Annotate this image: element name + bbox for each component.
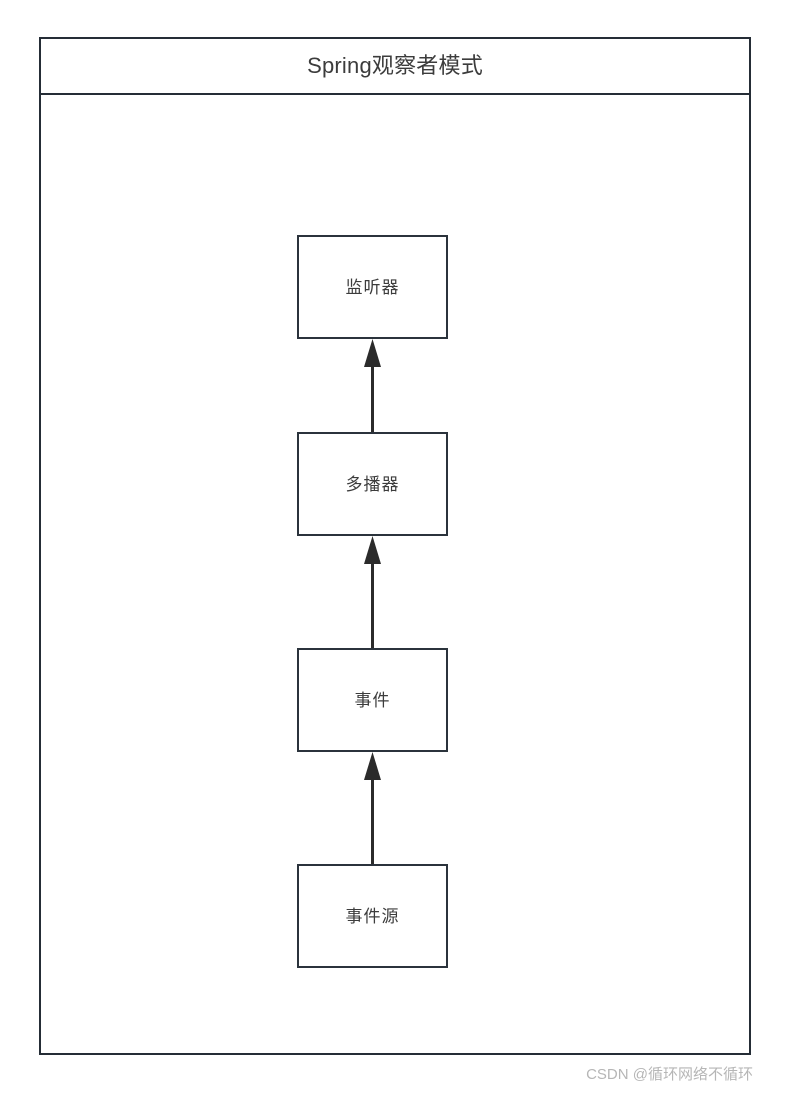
diagram-title: Spring观察者模式	[307, 53, 483, 78]
diagram-canvas: 监听器 多播器 事件 事件源	[41, 95, 749, 1057]
node-multicaster[interactable]: 多播器	[297, 432, 448, 536]
node-listener-label: 监听器	[345, 277, 400, 297]
connector-eventsource-to-event	[364, 752, 381, 864]
arrowhead-filled-triangle-icon	[364, 752, 381, 780]
node-listener[interactable]: 监听器	[297, 235, 448, 339]
arrowhead-filled-triangle-icon	[364, 536, 381, 564]
diagram-frame: Spring观察者模式 监听器 多播器	[39, 37, 751, 1055]
watermark: CSDN @循环网络不循环	[586, 1066, 753, 1083]
arrowhead-filled-triangle-icon	[364, 339, 381, 367]
connector-event-to-multicaster	[364, 536, 381, 648]
connector-multicaster-to-listener	[364, 339, 381, 432]
diagram-title-bar: Spring观察者模式	[41, 39, 749, 95]
node-multicaster-label: 多播器	[345, 474, 400, 494]
node-event[interactable]: 事件	[297, 648, 448, 752]
node-event-label: 事件	[354, 690, 391, 710]
node-eventsource[interactable]: 事件源	[297, 864, 448, 968]
node-eventsource-label: 事件源	[345, 906, 400, 926]
